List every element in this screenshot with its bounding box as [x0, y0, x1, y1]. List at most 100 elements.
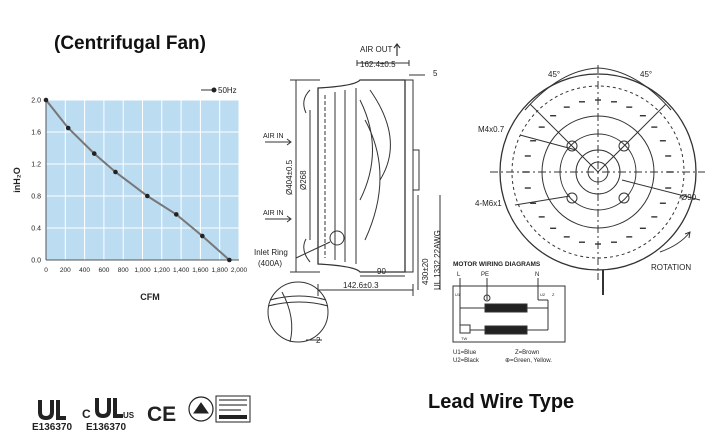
- wiring-n: N: [535, 272, 539, 278]
- series-line-50hz: [45, 99, 231, 261]
- wiring-diagram: [452, 278, 566, 343]
- dim-162: 162.4±0.5: [360, 60, 396, 69]
- wiring-u1-legend: U1=Blue: [453, 350, 477, 356]
- x-tick-label: 200: [60, 267, 71, 274]
- data-point: [200, 233, 205, 239]
- inlet-curve: [303, 89, 311, 114]
- data-point: [113, 169, 118, 175]
- detail-dim-2: 2: [316, 336, 321, 345]
- inlet-curve: [303, 238, 311, 263]
- angle-line: [529, 103, 599, 173]
- page-title: (Centrifugal Fan): [54, 33, 206, 54]
- blade-curve: [369, 89, 391, 181]
- y-tick-label: 2.0: [31, 98, 41, 105]
- legend-label: 50Hz: [218, 86, 237, 95]
- angle-arc: [597, 67, 672, 111]
- data-point: [173, 212, 179, 217]
- y-tick-label: 1.6: [31, 130, 41, 137]
- legend-marker: [211, 87, 217, 93]
- angle-arc: [524, 67, 599, 111]
- y-tick-label: 0.4: [31, 226, 41, 233]
- y-tick-label: 1.2: [31, 162, 41, 169]
- x-tick-label: 800: [118, 267, 129, 274]
- x-tick-label: 2,000: [231, 267, 248, 274]
- wiring-tw-tag: TW: [461, 336, 467, 341]
- tuv-icon: [188, 396, 214, 422]
- x-tick-label: 600: [98, 267, 109, 274]
- wiring-u2-legend: U2=Black: [453, 358, 480, 364]
- ul-number-2: E136370: [86, 422, 126, 433]
- mount-hole: [618, 192, 630, 204]
- y-tick-labels: 0.0 0.4 0.8 1.2 1.6 2.0: [31, 98, 41, 265]
- y-tick-label: 0.0: [31, 258, 41, 265]
- lead-wire-title: Lead Wire Type: [428, 391, 575, 413]
- air-out-label: AIR OUT: [360, 45, 393, 54]
- rotor-outline: [317, 79, 406, 273]
- wiring-pe: PE: [481, 272, 489, 278]
- dim-268: Ø268: [299, 170, 308, 190]
- cert-marks: E136370 C US E136370 CE: [32, 395, 251, 433]
- dim-ul-wire: UL 1332 22AWG: [433, 230, 442, 290]
- rotation-arrowhead: [684, 231, 691, 239]
- wiring-title: MOTOR WIRING DIAGRAMS: [453, 261, 541, 268]
- winding-aux: [484, 325, 528, 335]
- tuv-certificate-icon: [215, 395, 251, 423]
- data-point: [91, 151, 97, 156]
- rotation-label: ROTATION: [651, 263, 691, 272]
- detail-curve: [269, 295, 327, 301]
- angle-right-label: 45°: [640, 70, 652, 79]
- thermal-switch: [459, 324, 471, 334]
- dim-142: 142.6±0.3: [343, 281, 379, 290]
- mount-hole: [566, 140, 578, 152]
- ul-number-1: E136370: [32, 422, 72, 433]
- ce-mark: CE: [147, 403, 176, 426]
- dim-404: Ø404±0.5: [285, 159, 294, 195]
- data-point: [227, 257, 232, 263]
- motor-plate: [404, 79, 414, 273]
- angle-left-label: 45°: [548, 70, 560, 79]
- side-view-drawing: [265, 43, 441, 343]
- air-in-arrowhead: [286, 138, 292, 146]
- y-axis-label: inH₂O: [12, 167, 22, 193]
- air-in-label-2: AIR IN: [263, 210, 284, 217]
- angle-line: [597, 103, 667, 173]
- leader-line: [514, 195, 571, 206]
- inlet-ring-label: Inlet Ring: [254, 248, 288, 257]
- wiring-l: L: [457, 272, 461, 278]
- x-tick-label: 1,200: [154, 267, 171, 274]
- x-tick-label: 0: [44, 267, 48, 274]
- y-tick-label: 0.8: [31, 194, 41, 201]
- leader-line: [519, 134, 577, 151]
- pe-symbol: [483, 294, 491, 302]
- x-axis-label: CFM: [140, 292, 160, 302]
- m4-label: M4x0.7: [478, 125, 505, 134]
- detail-circle: [267, 281, 329, 343]
- dim-430: 430±20: [421, 258, 430, 285]
- holes-label: 4-M6x1: [475, 199, 502, 208]
- mount-hole: [618, 140, 630, 152]
- blade-curve: [359, 99, 373, 201]
- x-tick-label: 1,000: [134, 267, 151, 274]
- blade-curve: [364, 119, 381, 241]
- x-tick-label: 1,800: [212, 267, 229, 274]
- inlet-ring-marker: [329, 230, 345, 246]
- wiring-z-tag: Z: [552, 292, 555, 297]
- wiring-pe-legend: ⊕=Green, Yellow.: [505, 358, 552, 364]
- c-mark: C: [82, 407, 91, 421]
- x-tick-label: 1,600: [192, 267, 209, 274]
- air-in-label-1: AIR IN: [263, 133, 284, 140]
- leader-line: [295, 241, 331, 259]
- detail-curve: [281, 291, 293, 343]
- cul-us-icon: [95, 398, 123, 418]
- wiring-box: [452, 285, 566, 343]
- wiring-u2-tag: U2: [540, 292, 546, 297]
- series-points: [43, 97, 232, 263]
- ul-recognized-icon: [38, 400, 66, 420]
- wiring-z-legend: Z=Brown: [515, 350, 539, 356]
- x-tick-label: 400: [79, 267, 90, 274]
- motor-hub: [412, 149, 420, 191]
- leader-line: [621, 179, 701, 201]
- rotation-arc: [659, 231, 691, 253]
